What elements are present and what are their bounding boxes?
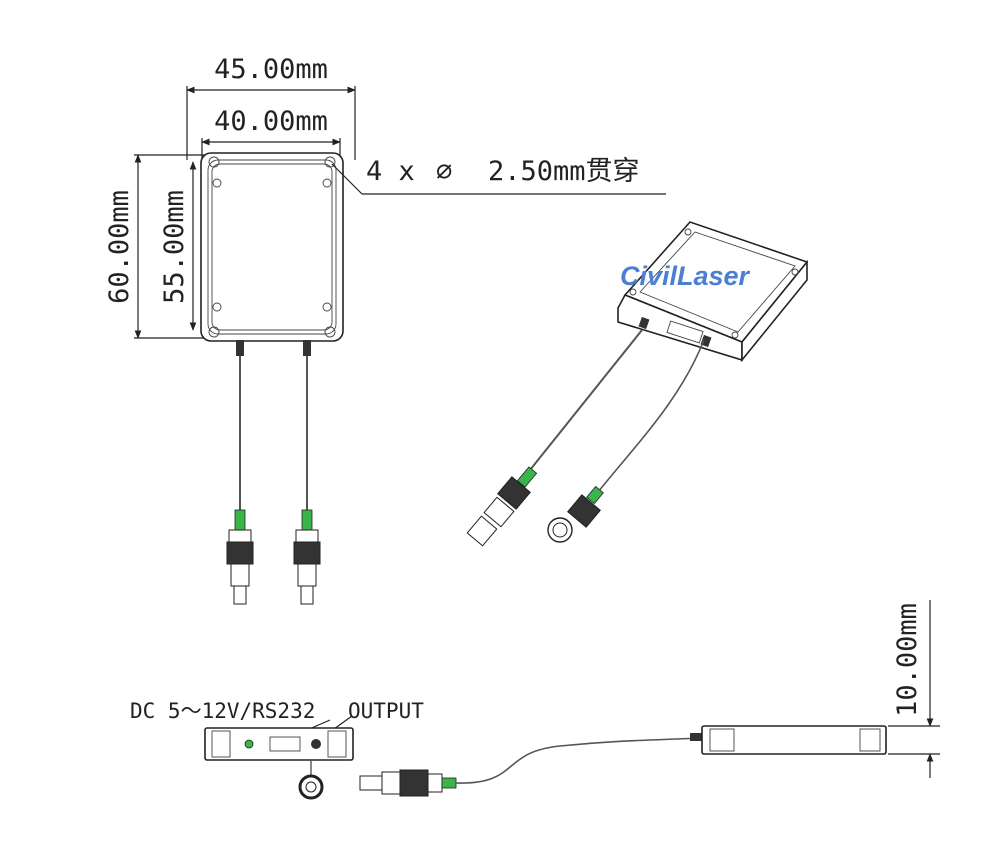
holes-count-label: 4 x xyxy=(366,156,415,187)
top-view: 45.00mm 40.00mm 60.00mm 55.00mm 4 x ∅ 2.… xyxy=(104,54,666,605)
mount-hole xyxy=(208,156,220,168)
hole-diameter-symbol: ∅ xyxy=(436,156,452,187)
iso-fiber-2 xyxy=(547,339,705,543)
power-input-label: DC 5～12V/RS232 xyxy=(130,699,315,723)
mount-hole xyxy=(324,156,336,168)
height-outer-label: 60.00mm xyxy=(104,190,135,304)
side-view: DC 5～12V/RS232 OUTPUT 10.00m xyxy=(130,600,940,800)
enclosure-side-outline xyxy=(701,725,887,755)
fiber-right xyxy=(293,340,321,605)
width-inner-label: 40.00mm xyxy=(214,106,328,137)
mount-hole xyxy=(324,326,336,338)
width-outer-label: 45.00mm xyxy=(214,54,328,85)
fiber-left xyxy=(226,340,254,605)
output-label: OUTPUT xyxy=(348,699,424,723)
enclosure-top-outline xyxy=(200,152,344,342)
iso-fiber-1 xyxy=(466,329,643,547)
height-inner-label: 55.00mm xyxy=(159,190,190,304)
enclosure-front-outline xyxy=(204,727,354,761)
mount-hole xyxy=(208,326,220,338)
isometric-view: CivilLaser xyxy=(466,221,809,547)
thickness-label: 10.00mm xyxy=(892,603,923,717)
status-led xyxy=(244,739,254,749)
side-fiber-connector xyxy=(359,769,457,797)
brand-logo: CivilLaser xyxy=(620,261,751,291)
hole-size-label: 2.50mm贯穿 xyxy=(488,156,640,187)
